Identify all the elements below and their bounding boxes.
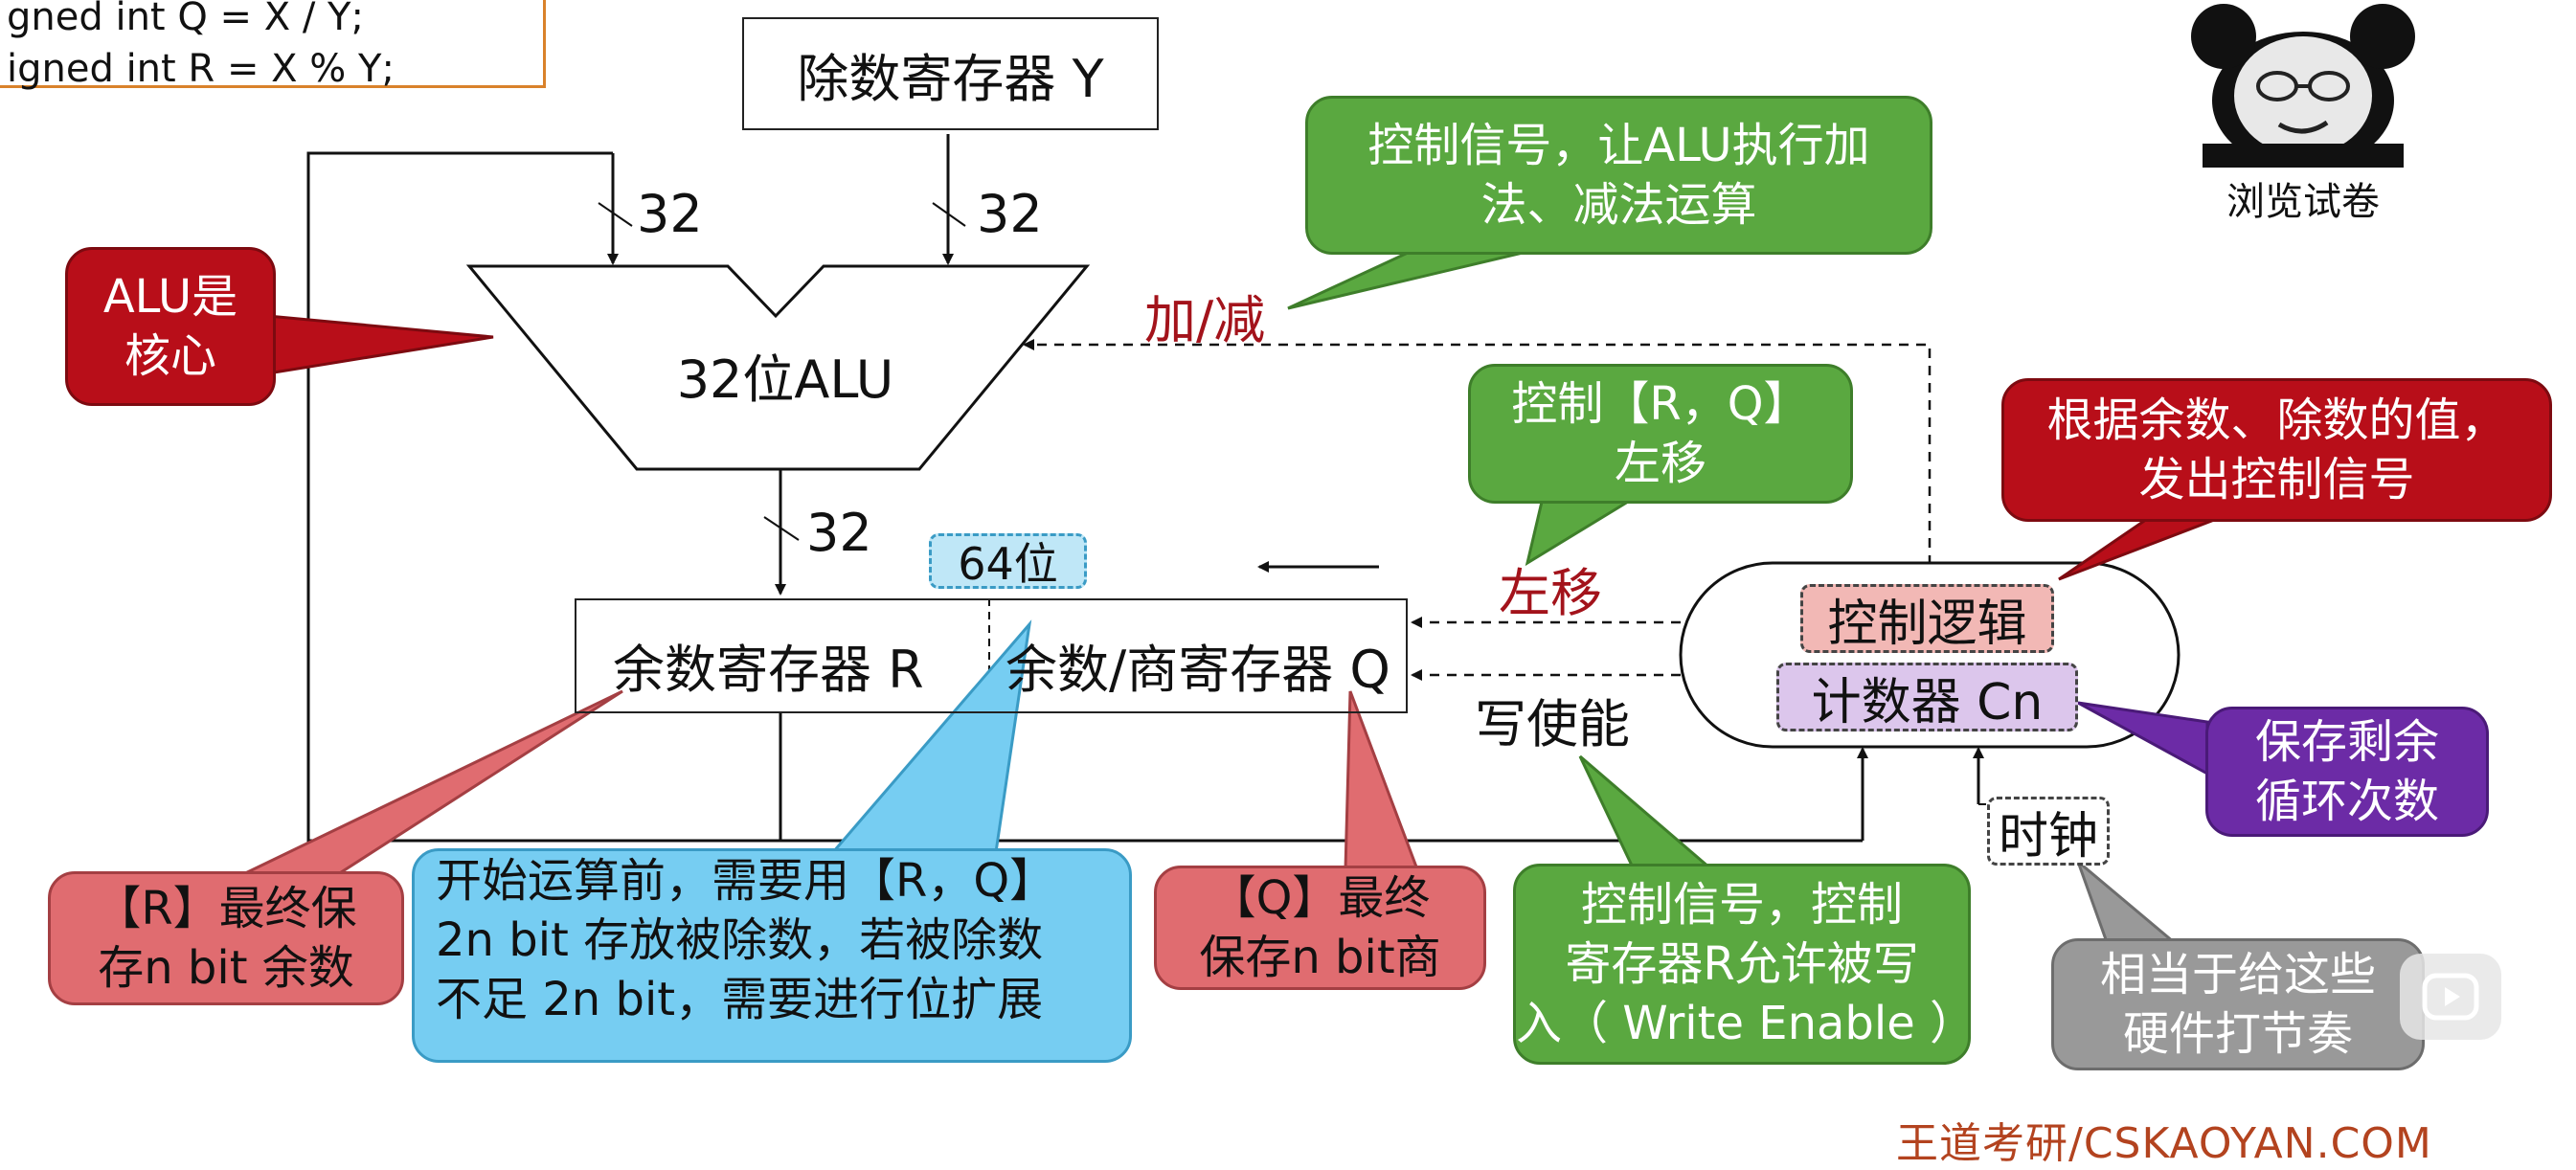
bubble-control-logic-note-line-1: 根据余数、除数的值， [2046, 394, 2507, 447]
bubble-control-shift-line-1: 控制【R，Q】 [1511, 377, 1810, 431]
bubble-init-note: 开始运算前，需要用【R，Q】 2n bit 存放被除数，若被除数 不足 2n b… [412, 848, 1132, 1063]
bubble-counter-note-line-2: 循环次数 [2254, 775, 2439, 828]
r-q-register-frame [575, 598, 1408, 713]
bubble-counter-note-line-1: 保存剩余 [2254, 715, 2439, 769]
tail-write-enable-note [1578, 754, 1714, 869]
watermark: 王道考研/CSKAOYAN.COM [1896, 1119, 2432, 1168]
tail-alu-core [266, 314, 494, 375]
bubble-control-signal-alu-line-1: 控制信号，让ALU执行加 [1367, 119, 1870, 172]
play-icon [2422, 973, 2479, 1021]
bus-slash-right [932, 202, 966, 227]
clock-tag: 时钟 [1987, 797, 2110, 866]
bubble-control-shift: 控制【R，Q】 左移 [1468, 364, 1853, 504]
bubble-q-final-line-2: 保存n bit商 [1199, 931, 1441, 984]
bubble-init-note-line-3: 不足 2n bit，需要进行位扩展 [436, 973, 1044, 1026]
control-logic-tag: 控制逻辑 [1800, 584, 2054, 653]
remainder-register: 余数寄存器 R [613, 640, 924, 700]
video-play-button[interactable] [2400, 954, 2501, 1040]
bubble-clock-note: 相当于给这些 硬件打节奏 [2051, 938, 2425, 1070]
add-sub-control-line [1023, 339, 1932, 565]
feedback-loop-line [306, 151, 1863, 843]
bubble-write-enable-note: 控制信号，控制 寄存器R允许被写 入（ Write Enable ） [1513, 864, 1977, 1065]
shift-left-label: 左移 [1499, 563, 1602, 623]
bubble-clock-note-line-1: 相当于给这些 [2099, 948, 2376, 1001]
mascot-caption: 浏览试卷 [2226, 180, 2380, 224]
bubble-control-logic-note-line-2: 发出控制信号 [2138, 453, 2415, 506]
code-line-remainder: igned int R = X % Y; [7, 47, 395, 91]
bubble-alu-core: ALU是 核心 [65, 247, 276, 406]
alu-label: 32位ALU [676, 349, 894, 410]
bubble-alu-core-line-1: ALU是 [102, 270, 238, 324]
bubble-clock-note-line-2: 硬件打节奏 [2122, 1007, 2353, 1061]
bubble-init-note-line-1: 开始运算前，需要用【R，Q】 [436, 854, 1056, 908]
bubble-control-signal-alu: 控制信号，让ALU执行加 法、减法运算 [1305, 96, 1932, 255]
add-sub-label: 加/减 [1144, 290, 1266, 350]
bus-width-right: 32 [977, 184, 1043, 244]
bubble-write-enable-note-line-3: 入（ Write Enable ） [1516, 997, 1977, 1050]
bubble-r-final: 【R】最终保 存n bit 余数 [48, 871, 404, 1005]
divisor-register: 除数寄存器 Y [742, 17, 1159, 130]
code-snippet: gned int Q = X / Y; igned int R = X % Y; [0, 0, 546, 91]
tail-q-final [1344, 690, 1420, 871]
bubble-control-shift-line-2: 左移 [1614, 437, 1706, 490]
bus-slash-out [763, 516, 800, 541]
panda-meme-icon [2191, 4, 2415, 168]
bubble-alu-core-line-2: 核心 [124, 329, 216, 383]
bubble-r-final-line-2: 存n bit 余数 [98, 941, 354, 995]
bubble-control-signal-alu-line-2: 法、减法运算 [1480, 178, 1757, 232]
bubble-q-final: 【Q】最终 保存n bit商 [1154, 866, 1486, 990]
bubble-control-logic-note: 根据余数、除数的值， 发出控制信号 [2001, 378, 2552, 522]
tail-control-signal-alu [1287, 251, 1524, 310]
bus-width-out: 32 [806, 503, 872, 563]
bubble-init-note-line-2: 2n bit 存放被除数，若被除数 [436, 913, 1044, 967]
counter-tag: 计数器 Cn [1776, 663, 2078, 731]
bubble-write-enable-note-line-1: 控制信号，控制 [1580, 878, 1903, 932]
bubble-r-final-line-1: 【R】最终保 [95, 882, 357, 935]
tail-clock-note [2074, 857, 2179, 944]
bubble-q-final-line-1: 【Q】最终 [1209, 871, 1431, 925]
write-enable-label: 写使能 [1475, 694, 1630, 754]
quotient-register: 余数/商寄存器 Q [1006, 640, 1390, 700]
width-64-tag: 64位 [929, 533, 1087, 590]
bus-width-left: 32 [637, 184, 703, 244]
bubble-write-enable-note-line-2: 寄存器R允许被写 [1565, 937, 1919, 991]
code-line-quotient: gned int Q = X / Y; [7, 0, 364, 39]
tail-control-logic-note [2058, 515, 2223, 581]
alu-shape [465, 264, 1091, 471]
bus-slash-left [598, 202, 633, 227]
bubble-counter-note: 保存剩余 循环次数 [2205, 707, 2489, 837]
